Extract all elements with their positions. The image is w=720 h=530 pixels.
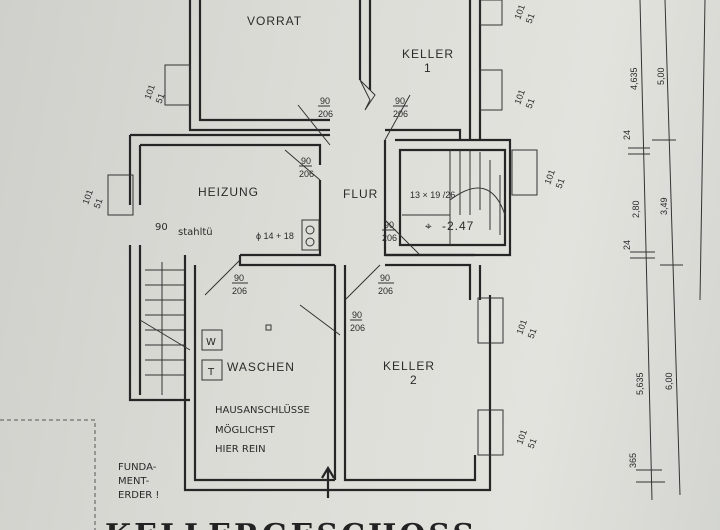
svg-text:51: 51 [92,197,105,210]
room-number-keller1: 1 [424,61,432,75]
room-label-heizung: HEIZUNG [198,185,259,199]
svg-text:206: 206 [318,109,333,119]
walls [128,0,512,492]
room-label-keller1: KELLER [402,47,454,61]
level-marker: ⌖ [425,219,433,233]
fundament-note-1: FUNDA- [118,462,157,473]
svg-text:4,635: 4,635 [629,67,639,90]
svg-text:101: 101 [542,168,557,186]
svg-text:206: 206 [393,109,408,119]
svg-text:51: 51 [526,437,539,450]
svg-text:24: 24 [622,130,632,140]
svg-text:90: 90 [352,310,362,320]
dryer-box [201,359,223,381]
property-line [0,419,96,530]
dryer-label: T [207,367,215,378]
svg-text:51: 51 [524,12,537,25]
svg-text:90: 90 [380,273,390,283]
washer-label: W [206,337,216,348]
svg-text:6,00: 6,00 [664,372,674,390]
fundament-note-2: MENT- [118,476,150,487]
svg-text:206: 206 [299,169,314,179]
stair-spec: 13 × 19 /26 [410,190,455,200]
floor-level: -2.47 [442,219,474,233]
room-label-waschen: WASCHEN [227,360,295,374]
stahltur-number: 90 [155,222,168,233]
door-swings [204,79,421,498]
svg-text:101: 101 [512,3,527,21]
svg-text:5,635: 5,635 [635,372,645,395]
svg-text:90: 90 [320,96,330,106]
svg-text:2,80: 2,80 [631,200,641,218]
svg-text:101: 101 [80,188,95,206]
floor-title: KELLERGESCHOSS [105,518,477,530]
dimension-lines: 4,635 24 2,80 24 5,635 365 5,00 3,49 6,0… [622,0,706,501]
svg-text:3,49: 3,49 [659,197,669,215]
hausanschluss-note-1: HAUSANSCHLÜSSE [215,403,310,416]
svg-text:206: 206 [382,233,397,243]
chimney-note: ϕ 14 + 18 [256,231,294,241]
svg-text:101: 101 [514,428,529,446]
svg-text:90: 90 [384,220,394,230]
svg-text:51: 51 [524,97,537,110]
svg-text:5,00: 5,00 [656,67,666,85]
svg-text:51: 51 [554,177,567,190]
door-dimensions: 90 206 90 206 90 206 90 206 90 206 90 206 90 20… [232,96,408,333]
hausanschluss-note-3: HIER REIN [215,444,266,455]
svg-text:206: 206 [350,323,365,333]
svg-text:24: 24 [622,240,632,250]
svg-text:90: 90 [301,156,311,166]
svg-text:101: 101 [142,83,157,101]
svg-text:365: 365 [628,453,638,468]
svg-text:206: 206 [378,286,393,296]
svg-text:51: 51 [154,92,167,105]
svg-text:101: 101 [512,88,527,106]
washer-box [201,329,223,351]
svg-text:90: 90 [395,96,405,106]
svg-text:206: 206 [232,286,247,296]
svg-text:51: 51 [526,327,539,340]
fundament-note-3: ERDER ! [118,490,159,501]
windows [107,0,538,456]
room-label-keller2: KELLER [383,359,435,373]
svg-text:90: 90 [234,273,244,283]
room-label-flur: FLUR [343,187,378,201]
staircase [139,150,506,395]
room-number-keller2: 2 [410,373,418,387]
hausanschluss-note-2: MÖGLICHST [215,423,276,436]
svg-text:101: 101 [514,318,529,336]
room-label-vorrat: VORRAT [247,14,302,28]
stahltur-note: stahltü [178,227,213,238]
